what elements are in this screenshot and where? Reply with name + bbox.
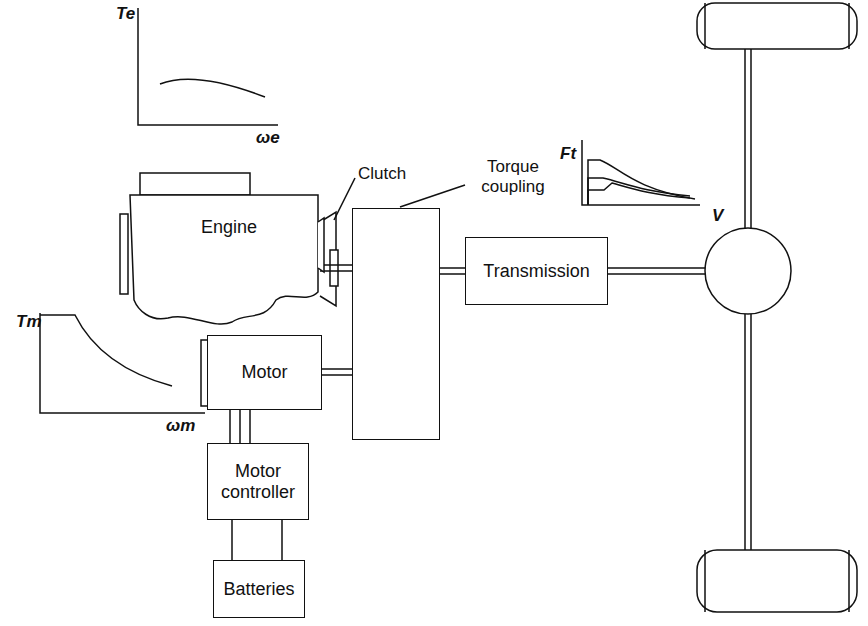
engine-body [130,195,318,324]
wheel-tread [705,550,849,612]
part-name: Engine [201,217,257,238]
transmission-box: Transmission [465,237,608,305]
drive-shaft [440,268,465,274]
axis-label: Ft [560,144,576,164]
drive-shaft [608,268,706,274]
engine-block: Engine [128,172,320,332]
motor-box: Motor [207,335,322,410]
drive-shaft [320,265,352,271]
wheel [697,550,857,612]
wheel [697,3,857,49]
traction-curve [588,178,690,205]
controller-box: Motor controller [207,443,309,520]
graph-axis [138,8,278,125]
callout-label: Clutch [358,164,406,184]
part-name: Motor [241,362,287,383]
part-name: Motor controller [212,461,304,502]
leader-line [400,185,465,207]
engine-outline [128,172,320,332]
axis-label: Te [116,4,135,24]
torque-coupling-box: Torque coupling [352,208,440,440]
drive-shaft [322,369,352,375]
axis-label: ωe [256,128,280,148]
axle [745,48,751,550]
clutch-housing [318,218,324,272]
traction-curve [588,160,695,205]
wheel-tread [705,3,849,49]
differential [705,228,791,314]
power-cable [232,520,282,560]
axis-label: V [712,206,723,226]
battery-box: Batteries [213,560,305,618]
axis-label: ωm [166,416,195,436]
engine-plate [120,214,128,294]
part-name: Transmission [483,261,589,282]
clutch-plate [330,250,338,286]
power-cable [230,410,250,443]
motor-torque-curve [40,315,172,386]
graph-axis [582,140,700,205]
traction-curve [588,183,690,205]
illustration-group [40,3,857,612]
part-heading: Torque coupling [467,157,559,196]
engine-torque-curve [160,79,265,97]
part-name: Batteries [223,579,294,600]
graph-axis [40,313,205,413]
axis-label: Tm [16,312,42,332]
engine-head [140,173,250,195]
